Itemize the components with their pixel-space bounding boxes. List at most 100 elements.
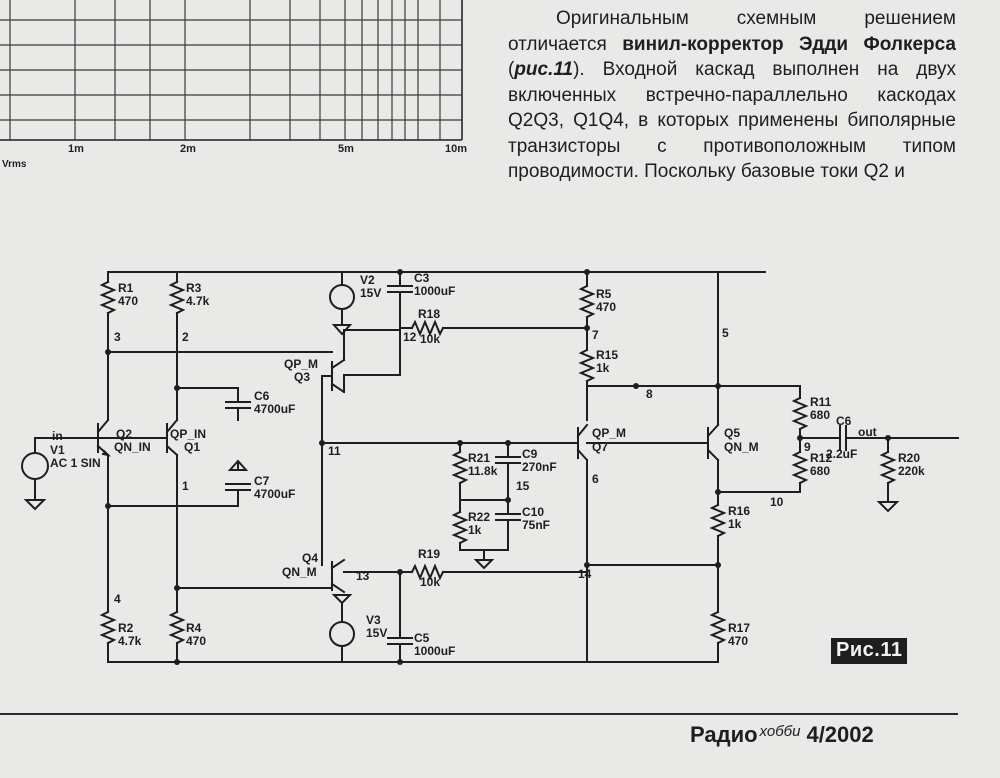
value-c7: 4700uF <box>254 487 295 501</box>
model-q7: QP_M <box>592 426 626 440</box>
label-r4: R4 <box>186 621 202 635</box>
figure-label: Рис.11 <box>831 638 908 664</box>
node-8: 8 <box>646 387 653 401</box>
value-r16: 1k <box>728 517 742 531</box>
node-5: 5 <box>722 326 729 340</box>
node-6: 6 <box>592 472 599 486</box>
label-v3: V3 <box>366 613 381 627</box>
label-c9: C9 <box>522 447 538 461</box>
model-q2: QN_IN <box>114 440 151 454</box>
node-13: 13 <box>356 569 370 583</box>
paragraph-text: ( <box>508 59 515 80</box>
label-v2: V2 <box>360 273 375 287</box>
value-r17: 470 <box>728 634 748 648</box>
value-v1: AC 1 SIN <box>50 456 101 470</box>
label-r22: R22 <box>468 510 490 524</box>
label-c3: C3 <box>414 271 430 285</box>
value-r15: 1k <box>596 361 610 375</box>
label-c6: C6 <box>254 389 270 403</box>
paragraph-text: Оригинальным схемным решением отличается <box>508 8 956 55</box>
paragraph-emphasis: винил-корректор Эдди Фолкерса <box>622 33 956 55</box>
node-4: 4 <box>114 592 121 606</box>
label-q4: Q4 <box>302 551 318 565</box>
node-14: 14 <box>578 567 592 581</box>
magazine-subtitle: хобби <box>759 723 801 740</box>
label-r16: R16 <box>728 504 750 518</box>
x-axis-unit: Vrms <box>2 159 27 170</box>
label-r5: R5 <box>596 287 612 301</box>
label-r3: R3 <box>186 281 202 295</box>
label-r19: R19 <box>418 547 440 561</box>
value-r4: 470 <box>186 634 206 648</box>
article-text: Оригинальным схемным решением отличается… <box>508 6 956 185</box>
issue-number: 4/2002 <box>806 722 874 747</box>
x-tick-label: 10m <box>445 143 467 155</box>
label-v1: V1 <box>50 443 65 457</box>
label-q1: Q1 <box>184 440 200 454</box>
node-labels: 1 2 3 4 5 6 7 8 9 10 11 12 13 14 15 <box>114 326 811 606</box>
node-7: 7 <box>592 328 599 342</box>
value-r12: 680 <box>810 464 830 478</box>
label-r1: R1 <box>118 281 134 295</box>
magazine-title: Радио <box>690 722 758 747</box>
x-tick-label: 2m <box>180 143 196 155</box>
label-q2: Q2 <box>116 427 132 441</box>
value-c5: 1000uF <box>414 644 455 658</box>
node-9: 9 <box>804 440 811 454</box>
value-r3: 4.7k <box>186 294 210 308</box>
component-labels: R1 470 R3 4.7k R2 4.7k R4 470 V2 15V C3 … <box>50 271 925 658</box>
label-c10: C10 <box>522 505 544 519</box>
value-c10: 75nF <box>522 518 550 532</box>
node-1: 1 <box>182 479 189 493</box>
graph-fragment: 1m 2m 5m 10m Vrms <box>0 0 467 170</box>
label-r12: R12 <box>810 451 832 465</box>
footer-rule <box>0 713 958 715</box>
value-c9: 270nF <box>522 460 557 474</box>
label-r2: R2 <box>118 621 134 635</box>
label-c5: C5 <box>414 631 430 645</box>
label-c7: C7 <box>254 474 270 488</box>
node-10: 10 <box>770 495 784 509</box>
value-r11: 680 <box>810 408 830 422</box>
article-paragraph: Оригинальным схемным решением отличается… <box>508 6 956 185</box>
label-r17: R17 <box>728 621 750 635</box>
value-r19: 10k <box>420 575 440 589</box>
figure-reference: рис.11 <box>514 59 574 80</box>
graph-grid <box>0 0 463 141</box>
model-q5: QN_M <box>724 440 759 454</box>
value-c6: 4700uF <box>254 402 295 416</box>
paragraph-text: ). Входной каскад выполнен на двух включ… <box>508 59 956 182</box>
net-out: out <box>858 425 877 439</box>
value-r18: 10k <box>420 332 440 346</box>
label-q5: Q5 <box>724 426 740 440</box>
model-q4: QN_M <box>282 565 317 579</box>
node-3: 3 <box>114 330 121 344</box>
model-q1: QP_IN <box>170 427 206 441</box>
label-r21: R21 <box>468 451 490 465</box>
x-tick-label: 5m <box>338 143 354 155</box>
node-11: 11 <box>328 444 341 458</box>
node-15: 15 <box>516 479 530 493</box>
value-r5: 470 <box>596 300 616 314</box>
value-v3: 15V <box>366 626 387 640</box>
schematic-junctions <box>105 269 891 665</box>
node-12: 12 <box>403 330 417 344</box>
value-r20: 220k <box>898 464 925 478</box>
x-tick-label: 1m <box>68 143 84 155</box>
label-r20: R20 <box>898 451 920 465</box>
label-r18: R18 <box>418 307 440 321</box>
label-r11: R11 <box>810 395 832 409</box>
label-q7: Q7 <box>592 440 608 454</box>
label-c6-out: C6 <box>836 414 852 428</box>
value-c3: 1000uF <box>414 284 455 298</box>
net-in: in <box>52 429 63 443</box>
value-r22: 1k <box>468 523 482 537</box>
value-r2: 4.7k <box>118 634 142 648</box>
value-r21: 11.8k <box>468 464 498 478</box>
label-r15: R15 <box>596 348 618 362</box>
node-2: 2 <box>182 330 189 344</box>
value-r1: 470 <box>118 294 138 308</box>
value-v2: 15V <box>360 286 381 300</box>
